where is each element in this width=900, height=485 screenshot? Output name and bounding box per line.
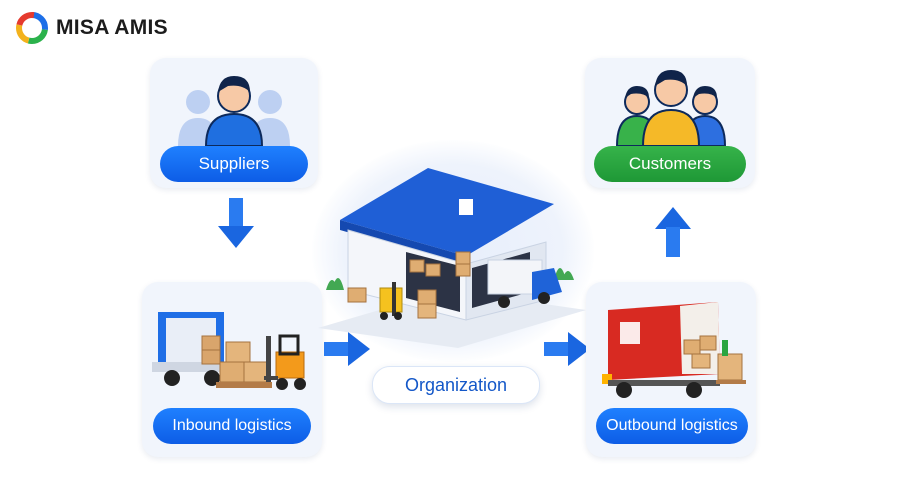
brand-name: MISA AMIS <box>56 16 168 39</box>
arrow-right-icon <box>544 332 590 366</box>
suppliers-node: Suppliers <box>160 146 308 182</box>
outbound-logistics-node: Outbound logistics <box>596 408 748 444</box>
people-icon <box>178 76 290 146</box>
arrow-right-icon <box>324 332 370 366</box>
warehouse-icon <box>318 168 586 348</box>
customers-node: Customers <box>594 146 746 182</box>
forklift-icon <box>264 334 306 390</box>
arrow-up-icon <box>655 207 691 257</box>
people-icon <box>615 70 727 146</box>
boxes-icon <box>216 341 272 388</box>
truck-icon <box>602 302 746 398</box>
truck-icon <box>152 312 232 386</box>
brand-logo: MISA AMIS <box>16 12 168 44</box>
arrow-down-icon <box>218 198 254 248</box>
organization-node: Organization <box>372 366 540 404</box>
misa-logo-icon <box>16 12 48 44</box>
inbound-logistics-node: Inbound logistics <box>153 408 311 444</box>
